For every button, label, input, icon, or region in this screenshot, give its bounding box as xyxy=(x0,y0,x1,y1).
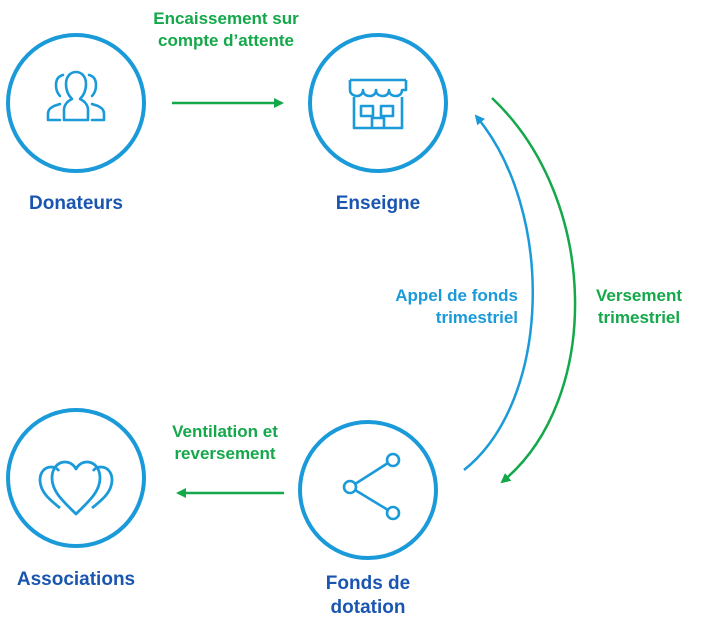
ventilation-line2: reversement xyxy=(174,444,276,463)
fonds-label-line2: dotation xyxy=(330,597,406,618)
encaissement-line1: Encaissement sur xyxy=(153,9,299,28)
arrow-appel-de-fonds xyxy=(463,114,535,471)
versement-line1: Versement xyxy=(596,286,682,305)
fonds-label-line1: Fonds de xyxy=(325,573,411,594)
donateurs-label: Donateurs xyxy=(29,193,123,214)
share-icon xyxy=(342,452,401,521)
versement-label: Versement trimestriel xyxy=(578,285,700,329)
people-icon xyxy=(46,70,106,122)
fonds-node xyxy=(298,420,438,560)
fonds-label: Fonds de dotation xyxy=(298,572,438,620)
enseigne-node xyxy=(308,33,448,173)
donateurs-node xyxy=(6,33,146,173)
ventilation-label: Ventilation et reversement xyxy=(150,421,300,465)
versement-line2: trimestriel xyxy=(597,308,681,327)
arrow-versement xyxy=(491,97,577,484)
appel-line1: Appel de fonds xyxy=(395,286,518,305)
hearts-icon xyxy=(38,460,114,516)
store-icon xyxy=(348,78,408,130)
enseigne-label: Enseigne xyxy=(335,193,421,214)
encaissement-line2: compte d’attente xyxy=(157,31,295,50)
associations-label: Associations xyxy=(16,569,136,590)
associations-node xyxy=(6,408,146,548)
appel-label: Appel de fonds trimestriel xyxy=(340,285,518,329)
encaissement-label: Encaissement sur compte d’attente xyxy=(120,8,332,52)
ventilation-line1: Ventilation et xyxy=(172,422,278,441)
appel-line2: trimestriel xyxy=(435,308,518,327)
